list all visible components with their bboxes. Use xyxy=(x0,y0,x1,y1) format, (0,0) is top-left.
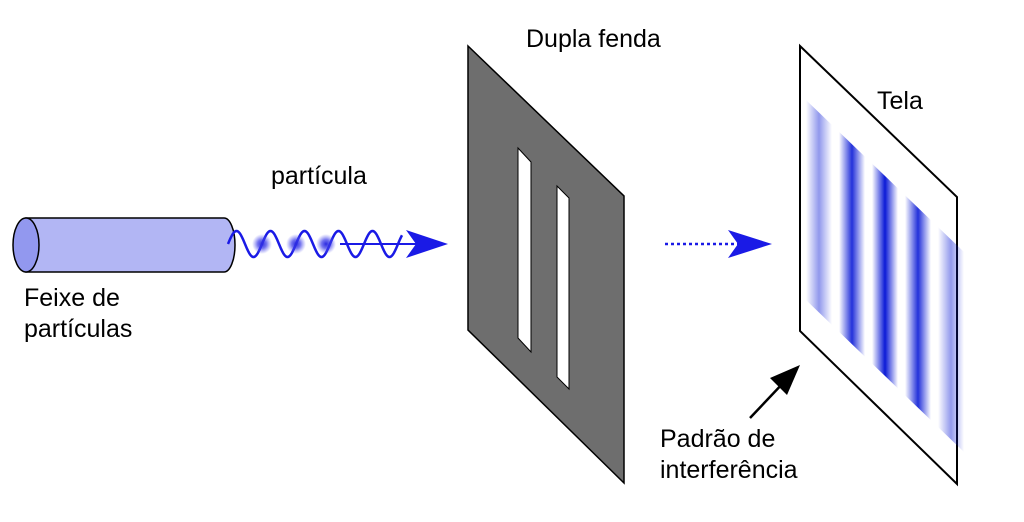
beam-label: Feixe de partículas xyxy=(24,283,132,345)
particle-beam-source-icon xyxy=(12,217,236,273)
pattern-label-line-2: interferência xyxy=(660,456,798,484)
fringe-band-1 xyxy=(806,100,832,326)
double-slit-label: Dupla fenda xyxy=(526,25,661,53)
screen-panel xyxy=(799,43,964,487)
dotted-arrow-head xyxy=(728,230,772,258)
interference-fringes xyxy=(806,100,964,452)
beam-label-line-1: Feixe de xyxy=(24,284,120,312)
particle-label: partícula xyxy=(271,162,367,190)
particle-dot-1 xyxy=(252,234,272,254)
dotted-arrow-icon xyxy=(665,230,772,258)
pointer-arrow-head xyxy=(770,365,800,395)
wave-arrow-head xyxy=(406,230,448,258)
beam-cylinder-body xyxy=(25,217,236,273)
beam-cylinder-cap xyxy=(12,217,40,273)
slit-opening-1 xyxy=(517,146,532,354)
slit-plate xyxy=(467,44,625,485)
fringe-band-5 xyxy=(938,226,964,452)
fringe-band-4 xyxy=(905,195,931,421)
pattern-label-line-1: Padrão de xyxy=(660,425,776,453)
wave-arrow-icon xyxy=(226,229,448,259)
slit-opening-2 xyxy=(556,184,570,391)
pointer-arrow-icon xyxy=(749,365,800,419)
wave-path xyxy=(226,229,404,259)
particle-dot-2 xyxy=(286,234,306,254)
particle-dot-3 xyxy=(316,234,336,254)
fringe-band-2 xyxy=(839,131,865,357)
pattern-label: Padrão de interferência xyxy=(660,424,798,486)
beam-label-line-2: partículas xyxy=(24,315,133,343)
fringe-band-3 xyxy=(872,163,898,389)
screen-label: Tela xyxy=(877,87,923,115)
double-slit-panel xyxy=(467,44,625,485)
